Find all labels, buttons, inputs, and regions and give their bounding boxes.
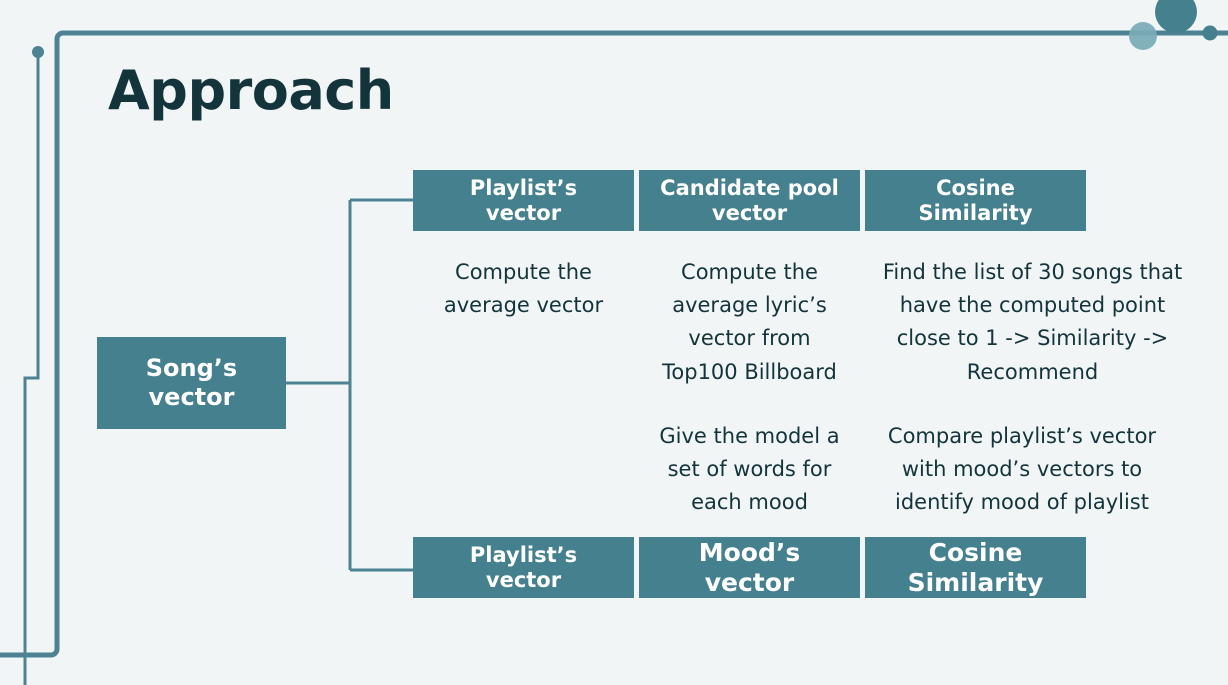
node-songs-vector-label: Song’s vector xyxy=(146,354,237,413)
header-row1-cosine-similarity-label: Cosine Similarity xyxy=(918,176,1032,226)
medium-circle-icon xyxy=(1129,22,1157,50)
header-line2: Similarity xyxy=(918,200,1033,225)
body-line: Compare playlist’s vector xyxy=(887,424,1157,448)
header-row1-candidate-pool-vector[interactable]: Candidate pool vector xyxy=(639,170,860,231)
header-line1: Playlist’s xyxy=(469,175,578,200)
body-line: with mood’s vectors to xyxy=(901,457,1143,482)
small-circle-icon xyxy=(1202,25,1218,41)
header-line2: vector xyxy=(485,567,562,592)
body-line: Give the model a xyxy=(659,424,840,448)
body-line: average lyric’s xyxy=(672,293,827,318)
header-row2-cosine-similarity-label: Cosine Similarity xyxy=(908,538,1044,597)
header-line1: Candidate pool xyxy=(660,175,839,200)
body-line: Top100 Billboard xyxy=(662,359,837,384)
inner-frame-line xyxy=(23,52,40,685)
body-line: Compute the xyxy=(681,260,818,284)
body-line: close to 1 -> Similarity -> xyxy=(896,326,1169,351)
header-row2-moods-vector-label: Mood’s vector xyxy=(699,538,801,597)
header-line2: vector xyxy=(711,200,788,225)
body-line: set of words for xyxy=(667,457,832,482)
node-songs-vector-line2: vector xyxy=(148,383,235,411)
body-row2-col3: Compare playlist’s vector with mood’s ve… xyxy=(860,420,1184,520)
header-line2: vector xyxy=(704,567,795,597)
page-title: Approach xyxy=(108,59,394,122)
header-line1: Cosine xyxy=(928,538,1023,567)
body-line: Recommend xyxy=(966,359,1099,384)
node-songs-vector[interactable]: Song’s vector xyxy=(97,337,286,429)
body-line: vector from xyxy=(688,326,811,351)
body-line: have the computed point xyxy=(899,293,1166,318)
body-line: Compute the xyxy=(455,260,592,284)
body-row1-col2: Compute the average lyric’s vector from … xyxy=(634,256,865,389)
header-row1-playlists-vector[interactable]: Playlist’s vector xyxy=(413,170,634,231)
body-line: identify mood of playlist xyxy=(895,490,1149,515)
header-row1-cosine-similarity[interactable]: Cosine Similarity xyxy=(865,170,1086,231)
body-row1-col1: Compute the average vector xyxy=(408,256,639,322)
body-line: each mood xyxy=(691,490,808,515)
inner-frame-dot-icon xyxy=(32,46,44,58)
body-line: Find the list of 30 songs that xyxy=(882,260,1183,284)
header-line2: vector xyxy=(485,200,562,225)
header-line1: Playlist’s xyxy=(469,542,578,567)
body-row2-col2: Give the model a set of words for each m… xyxy=(634,420,865,520)
header-line1: Mood’s xyxy=(698,538,801,567)
header-row2-playlists-vector-label: Playlist’s vector xyxy=(470,543,577,593)
header-row2-cosine-similarity[interactable]: Cosine Similarity xyxy=(865,537,1086,598)
header-row1-playlists-vector-label: Playlist’s vector xyxy=(470,176,577,226)
body-row1-col3: Find the list of 30 songs that have the … xyxy=(860,256,1205,389)
header-line1: Cosine xyxy=(936,175,1015,200)
body-line: average vector xyxy=(443,293,604,318)
header-row2-moods-vector[interactable]: Mood’s vector xyxy=(639,537,860,598)
large-circle-icon xyxy=(1155,0,1197,33)
node-songs-vector-line1: Song’s xyxy=(145,353,238,382)
header-line2: Similarity xyxy=(907,567,1044,597)
header-row1-candidate-pool-vector-label: Candidate pool vector xyxy=(660,176,839,226)
header-row2-playlists-vector[interactable]: Playlist’s vector xyxy=(413,537,634,598)
